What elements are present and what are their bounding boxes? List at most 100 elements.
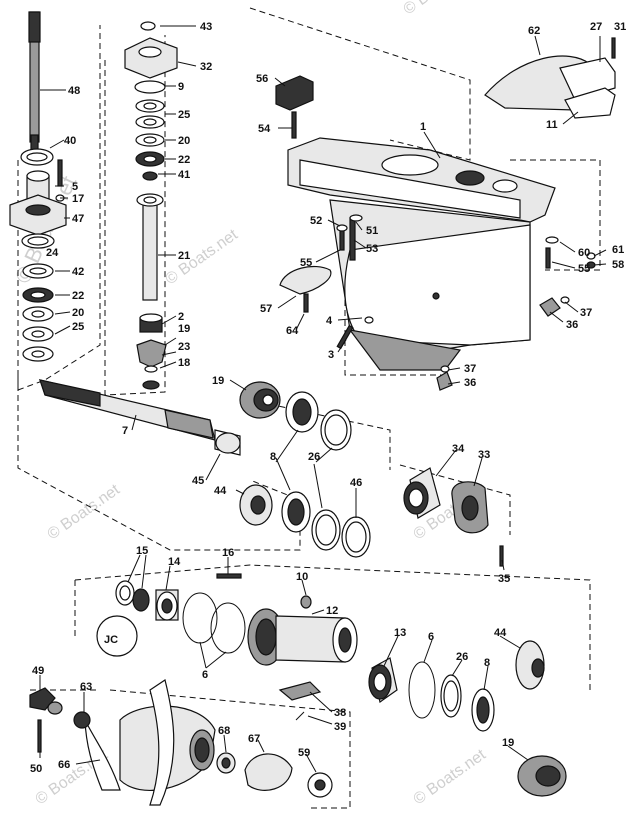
callout-35[interactable]: 35 — [498, 573, 510, 585]
callout-47[interactable]: 47 — [72, 213, 84, 225]
callout-10[interactable]: 10 — [296, 571, 308, 583]
callout-9[interactable]: 9 — [178, 81, 184, 93]
callout-27[interactable]: 27 — [590, 21, 602, 33]
callout-19-gear[interactable]: 19 — [178, 323, 190, 335]
thrust-hub-parts[interactable] — [216, 752, 333, 798]
housing-fasteners[interactable] — [336, 316, 453, 391]
callout-22-top[interactable]: 22 — [178, 154, 190, 166]
callout-34[interactable]: 34 — [452, 443, 465, 455]
top-cover[interactable] — [484, 37, 616, 119]
callout-20-top[interactable]: 20 — [178, 135, 190, 147]
reverse-gear[interactable] — [517, 755, 567, 797]
callout-42[interactable]: 42 — [72, 266, 84, 278]
anode-block[interactable] — [275, 75, 314, 139]
jc-logo-icon: JC — [96, 615, 138, 657]
callout-60[interactable]: 60 — [578, 247, 590, 259]
callout-36-bottom[interactable]: 36 — [464, 377, 476, 389]
callout-46[interactable]: 46 — [350, 477, 362, 489]
pinion-stack[interactable] — [124, 21, 178, 390]
clutch-assembly[interactable] — [403, 467, 504, 567]
callout-64[interactable]: 64 — [286, 325, 299, 337]
callout-8-upper[interactable]: 8 — [270, 451, 276, 463]
callout-21[interactable]: 21 — [178, 250, 190, 262]
callout-39[interactable]: 39 — [334, 721, 346, 733]
forward-gear[interactable] — [239, 381, 281, 419]
studs-cluster[interactable] — [336, 214, 363, 261]
callout-32[interactable]: 32 — [200, 61, 212, 73]
callout-16[interactable]: 16 — [222, 547, 234, 559]
pump-stack[interactable] — [9, 148, 67, 362]
callout-4[interactable]: 4 — [326, 315, 333, 327]
callout-23[interactable]: 23 — [178, 341, 190, 353]
callout-13[interactable]: 13 — [394, 627, 406, 639]
callout-37-right[interactable]: 37 — [580, 307, 592, 319]
callout-56[interactable]: 56 — [256, 73, 268, 85]
callout-38[interactable]: 38 — [334, 707, 346, 719]
callout-58[interactable]: 58 — [612, 259, 624, 271]
callout-26-lower[interactable]: 26 — [456, 651, 468, 663]
callout-25-top[interactable]: 25 — [178, 109, 190, 121]
callout-8-lower[interactable]: 8 — [484, 657, 490, 669]
callout-5[interactable]: 5 — [72, 181, 78, 193]
callout-15[interactable]: 15 — [136, 545, 148, 557]
callout-54[interactable]: 54 — [258, 123, 271, 135]
callout-66[interactable]: 66 — [58, 759, 70, 771]
callout-37-bottom[interactable]: 37 — [464, 363, 476, 375]
callout-53[interactable]: 53 — [366, 243, 378, 255]
callout-1[interactable]: 1 — [420, 121, 426, 133]
callout-48[interactable]: 48 — [68, 85, 80, 97]
callout-18[interactable]: 18 — [178, 357, 190, 369]
bearing-carrier[interactable] — [247, 608, 358, 701]
callout-57[interactable]: 57 — [260, 303, 272, 315]
carrier-rear-set[interactable] — [368, 640, 545, 732]
callout-44-upper[interactable]: 44 — [214, 485, 227, 497]
callout-2[interactable]: 2 — [178, 311, 184, 323]
callout-26-upper[interactable]: 26 — [308, 451, 320, 463]
callout-7[interactable]: 7 — [122, 425, 128, 437]
callout-62[interactable]: 62 — [528, 25, 540, 37]
callout-6-left[interactable]: 6 — [202, 669, 208, 681]
gearcase-housing[interactable] — [287, 137, 556, 371]
trim-tab[interactable] — [279, 265, 332, 313]
callout-6-right[interactable]: 6 — [428, 631, 434, 643]
prop-nut-parts[interactable] — [29, 687, 91, 753]
driveshaft[interactable] — [28, 11, 41, 156]
callout-14[interactable]: 14 — [168, 556, 181, 568]
propeller-shaft[interactable] — [39, 379, 241, 456]
callout-61[interactable]: 61 — [612, 244, 624, 256]
callout-41[interactable]: 41 — [178, 169, 190, 181]
callout-19-forward[interactable]: 19 — [212, 375, 224, 387]
callout-11[interactable]: 11 — [546, 119, 558, 131]
callout-22-left[interactable]: 22 — [72, 290, 84, 302]
callout-3[interactable]: 3 — [328, 349, 334, 361]
svg-text:JC: JC — [104, 634, 118, 646]
callout-36-right[interactable]: 36 — [566, 319, 578, 331]
propeller[interactable] — [84, 679, 216, 806]
callout-12[interactable]: 12 — [326, 605, 338, 617]
callout-19-reverse[interactable]: 19 — [502, 737, 514, 749]
callout-31[interactable]: 31 — [614, 21, 626, 33]
callout-63[interactable]: 63 — [80, 681, 92, 693]
callout-55-right[interactable]: 55 — [578, 263, 590, 275]
shim-set-upper[interactable] — [239, 391, 371, 558]
callout-40[interactable]: 40 — [64, 135, 76, 147]
rear-bearing-set[interactable] — [115, 580, 179, 621]
callout-52[interactable]: 52 — [310, 215, 322, 227]
callout-25-left[interactable]: 25 — [72, 321, 84, 333]
callout-20-left[interactable]: 20 — [72, 307, 84, 319]
callout-59[interactable]: 59 — [298, 747, 310, 759]
callout-24[interactable]: 24 — [46, 247, 59, 259]
callout-51[interactable]: 51 — [366, 225, 378, 237]
callout-68[interactable]: 68 — [218, 725, 230, 737]
callout-43[interactable]: 43 — [200, 21, 212, 33]
callout-50[interactable]: 50 — [30, 763, 42, 775]
callout-67[interactable]: 67 — [248, 733, 260, 745]
callout-49[interactable]: 49 — [32, 665, 44, 677]
callout-33[interactable]: 33 — [478, 449, 490, 461]
callout-55-left[interactable]: 55 — [300, 257, 312, 269]
callout-17[interactable]: 17 — [72, 193, 84, 205]
callout-45[interactable]: 45 — [192, 475, 204, 487]
callout-44-lower[interactable]: 44 — [494, 627, 507, 639]
carrier-screws[interactable] — [216, 573, 312, 609]
o-rings-left[interactable] — [182, 592, 246, 654]
